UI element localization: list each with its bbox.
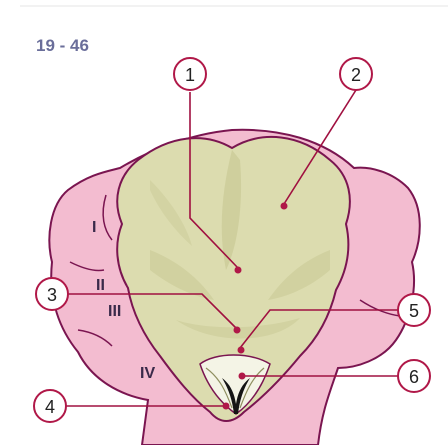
callout-6: 6 (398, 360, 430, 392)
callout-2-text: 2 (351, 65, 361, 85)
callout-1-text: 1 (185, 65, 195, 85)
callout-6-text: 6 (409, 367, 419, 387)
region-label-ii: II (96, 277, 105, 294)
callout-5-text: 5 (409, 301, 419, 321)
callout-3-text: 3 (47, 285, 57, 305)
callout-3: 3 (36, 278, 68, 310)
dot-4 (223, 403, 230, 410)
callout-4-text: 4 (45, 397, 55, 417)
region-label-i: I (92, 219, 96, 236)
dot-5 (238, 347, 245, 354)
callout-4: 4 (34, 390, 66, 422)
callout-5: 5 (398, 294, 430, 326)
callout-1: 1 (174, 58, 206, 90)
callout-2: 2 (340, 58, 372, 90)
dot-2 (281, 203, 288, 210)
region-label-iv: IV (140, 365, 155, 382)
dot-1 (235, 267, 242, 274)
dot-6 (239, 373, 246, 380)
region-label-iii: III (108, 303, 121, 320)
dot-3 (234, 327, 241, 334)
